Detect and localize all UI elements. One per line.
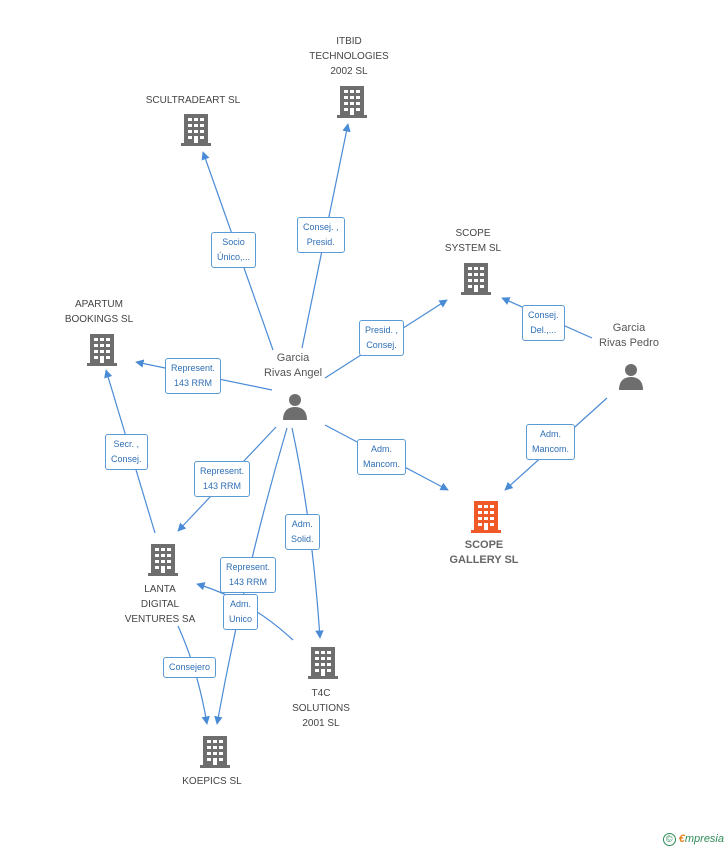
node-label-garcia-angel[interactable]: Garcia Rivas Angel xyxy=(263,352,323,379)
edge-label-adm-mancom-angel[interactable]: Adm. Mancom. xyxy=(357,439,407,475)
scope-gallery-building-icon[interactable] xyxy=(471,501,501,533)
node-label-apartum[interactable]: APARTUM BOOKINGS SL xyxy=(64,299,134,325)
edge-label-consej-presid[interactable]: Consej. , Presid. xyxy=(297,217,345,253)
edge-label-adm-unico[interactable]: Adm. Unico xyxy=(223,594,259,630)
node-label-scope-gallery[interactable]: SCOPE GALLERY SL xyxy=(449,539,519,566)
node-label-koepics[interactable]: KOEPICS SL xyxy=(182,776,242,787)
node-label-lanta[interactable]: LANTA DIGITAL VENTURES SA xyxy=(124,584,196,625)
edge-label-represent-apartum[interactable]: Represent. 143 RRM xyxy=(165,358,222,394)
edge-label-adm-mancom-pedro[interactable]: Adm. Mancom. xyxy=(526,424,576,460)
itbid-building-icon[interactable] xyxy=(337,86,367,118)
scope-system-building-icon[interactable] xyxy=(461,263,491,295)
empresia-brand-text: mpresia xyxy=(684,833,724,845)
empresia-logo-icon: € xyxy=(678,833,685,845)
edge-label-represent-t4c[interactable]: Represent. 143 RRM xyxy=(220,557,277,593)
node-label-itbid[interactable]: ITBID TECHNOLOGIES 2002 SL xyxy=(309,36,389,77)
edge-label-secr-consej[interactable]: Secr. , Consej. xyxy=(105,434,148,470)
empresia-credit[interactable]: ©€mpresia xyxy=(662,833,724,846)
node-label-t4c[interactable]: T4C SOLUTIONS 2001 SL xyxy=(292,688,350,729)
lanta-building-icon[interactable] xyxy=(148,544,178,576)
edge-label-socio-unico[interactable]: Socio Único,... xyxy=(211,232,257,268)
node-label-garcia-pedro[interactable]: Garcia Rivas Pedro xyxy=(599,322,659,349)
apartum-building-icon[interactable] xyxy=(87,334,117,366)
scultradeart-building-icon[interactable] xyxy=(181,114,211,146)
copyright-icon: © xyxy=(662,833,676,846)
edge-label-adm-solid[interactable]: Adm. Solid. xyxy=(285,514,320,550)
garcia-angel-person-icon[interactable] xyxy=(283,394,307,420)
edge-label-presid-consej[interactable]: Presid. , Consej. xyxy=(359,320,405,356)
node-label-scultradeart[interactable]: SCULTRADEART SL xyxy=(145,95,241,106)
koepics-building-icon[interactable] xyxy=(200,736,230,768)
edge-label-consej-del[interactable]: Consej. Del.,... xyxy=(522,305,565,341)
node-label-scope-system[interactable]: SCOPE SYSTEM SL xyxy=(444,228,502,254)
t4c-building-icon[interactable] xyxy=(308,647,338,679)
edge-label-consejero[interactable]: Consejero xyxy=(163,657,217,678)
edge-label-represent-lanta[interactable]: Represent. 143 RRM xyxy=(194,461,251,497)
garcia-pedro-person-icon[interactable] xyxy=(619,364,643,390)
